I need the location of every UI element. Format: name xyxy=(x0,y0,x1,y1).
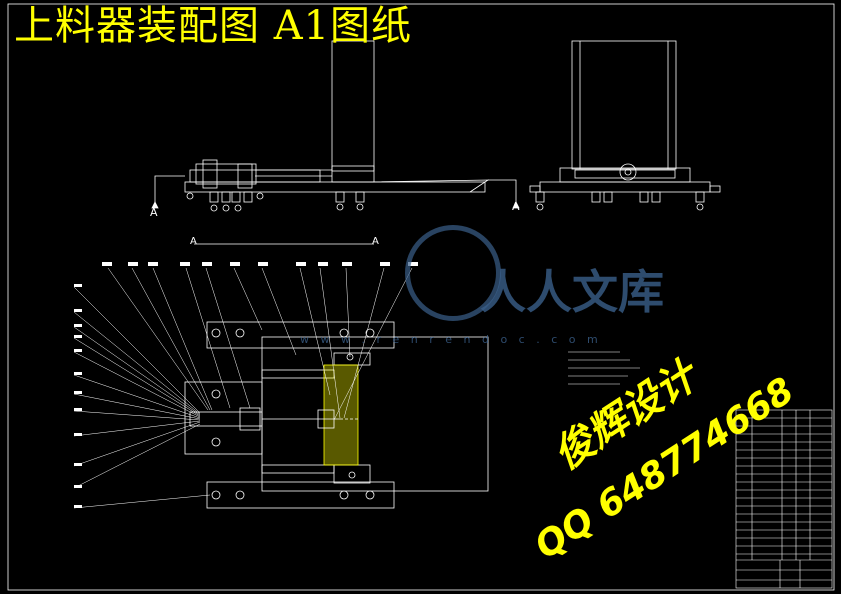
front-view xyxy=(151,40,520,212)
front-bolts xyxy=(186,191,365,212)
base-plate xyxy=(184,181,486,193)
section-line-right xyxy=(488,179,517,206)
part-tags xyxy=(74,262,418,508)
leader-lines-top xyxy=(107,267,413,421)
bottom-clamp-plate xyxy=(206,481,395,509)
leader-lines-left xyxy=(73,286,211,509)
section-line-left xyxy=(154,175,185,206)
side-bolts xyxy=(535,191,705,211)
title-block xyxy=(735,409,833,589)
main-housing xyxy=(261,336,489,492)
section-line-mark-right: A xyxy=(372,236,379,247)
hatched-slider xyxy=(323,364,359,466)
technical-notes xyxy=(568,351,640,385)
section-line-mark-left: A xyxy=(190,236,197,247)
section-bolts xyxy=(211,328,375,500)
watermark-logo: 人人文库 xyxy=(480,265,664,319)
section-mark-right: A xyxy=(512,200,520,213)
side-view xyxy=(529,40,721,211)
watermark-ring xyxy=(405,225,501,321)
section-view xyxy=(73,262,489,509)
watermark-url: w w w . r e n r e n d o c . c o m xyxy=(300,333,602,346)
cylinder-block xyxy=(184,381,263,455)
hopper-column xyxy=(331,40,375,172)
section-mark-left: A xyxy=(150,206,158,219)
drawing-border xyxy=(7,3,835,591)
drawing-title: 上料器装配图 A1图纸 xyxy=(14,3,413,49)
